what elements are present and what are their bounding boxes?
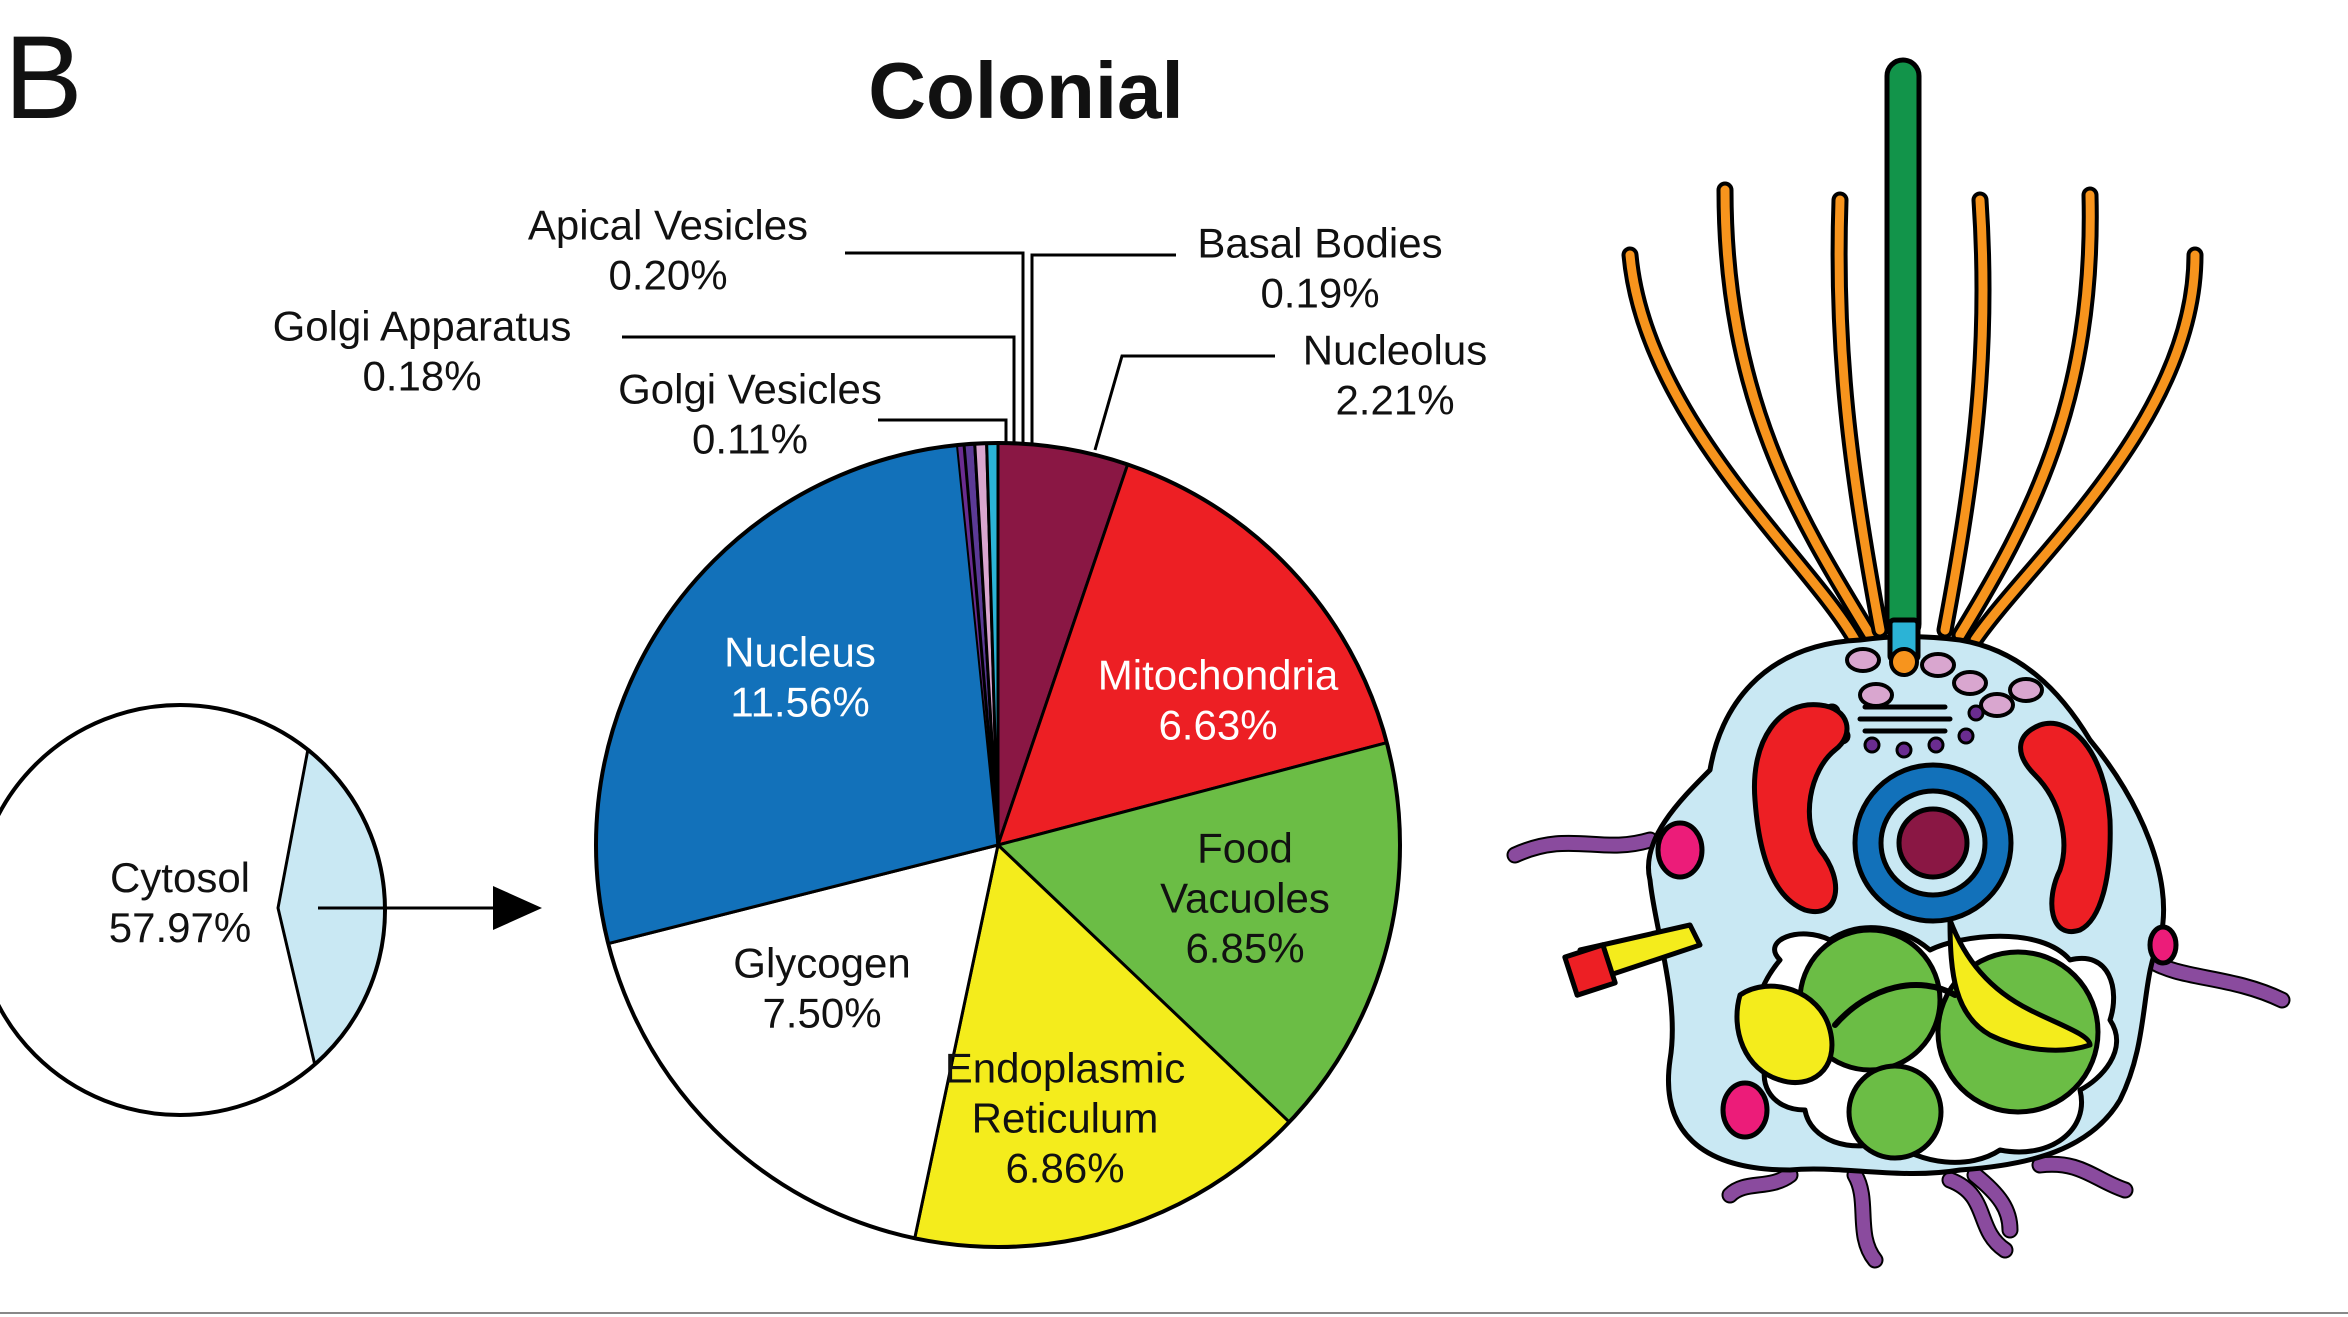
slice-remainder — [278, 705, 385, 1115]
label-golgi-apparatus-name: Golgi Apparatus — [273, 303, 572, 350]
label-golgi-apparatus-value: 0.18% — [362, 353, 481, 400]
label-basal-bodies-value: 0.19% — [1260, 270, 1379, 317]
apical-vesicles — [1845, 647, 2044, 718]
chart-title: Colonial — [868, 46, 1184, 135]
label-nucleolus-value: 2.21% — [1335, 377, 1454, 424]
label-food-vacuoles-name: Vacuoles — [1160, 875, 1330, 922]
organelle-pie — [594, 441, 1402, 1249]
pie-outline — [594, 441, 1402, 1249]
label-golgi-vesicles-value: 0.11% — [692, 416, 808, 463]
label-golgi-vesicles-name: Golgi Vesicles — [618, 366, 882, 413]
mitochondrion-left — [1751, 702, 1850, 915]
label-endoplasmic-reticulum-name: Endoplasmic — [945, 1045, 1185, 1092]
label-endoplasmic-reticulum-value: 6.86% — [1005, 1145, 1124, 1192]
filopodia — [1506, 831, 2291, 1269]
leader-lines — [622, 251, 1275, 451]
microvilli-collar — [1621, 181, 2204, 649]
slice-cytosol — [0, 705, 385, 1115]
label-food-vacuoles-name: Food — [1197, 825, 1293, 872]
slice-divider — [276, 711, 327, 1109]
label-mitochondria-value: 6.63% — [1158, 702, 1277, 749]
label-basal-bodies-name: Basal Bodies — [1197, 220, 1442, 267]
small-pie-outline — [0, 703, 387, 1117]
vesicles — [1655, 820, 2179, 1140]
label-nucleus-name: Nucleus — [724, 629, 876, 676]
flagellum — [1884, 57, 1922, 643]
er-sac-1 — [1734, 983, 1835, 1086]
label-apical-vesicles-value: 0.20% — [608, 252, 727, 299]
label-mitochondria-name: Mitochondria — [1098, 652, 1339, 699]
label-food-vacuoles-value: 6.85% — [1185, 925, 1304, 972]
label-nucleus-value: 11.56% — [730, 679, 869, 726]
golgi-apparatus — [1857, 704, 1953, 734]
label-nucleolus-name: Nucleolus — [1303, 327, 1487, 374]
basal-granule — [1889, 647, 1919, 677]
label-glycogen-value: 7.50% — [762, 990, 881, 1037]
panel-label: B — [4, 12, 83, 144]
label-cytosol-value: 57.97% — [109, 904, 251, 951]
er-connector — [1832, 982, 1958, 1028]
label-endoplasmic-reticulum-name: Reticulum — [972, 1095, 1159, 1142]
label-glycogen-name: Glycogen — [733, 940, 910, 987]
choanoflagellate-illustration — [1506, 57, 2291, 1269]
mitochondrion-right — [2018, 720, 2113, 935]
expand-arrow — [318, 886, 542, 930]
er-tip — [1562, 942, 1618, 998]
food-vacuole-3 — [1846, 1063, 1944, 1161]
label-cytosol-name: Cytosol — [110, 854, 250, 901]
nucleolus — [1896, 806, 1970, 880]
er-sac-2 — [1947, 917, 2093, 1053]
label-apical-vesicles-name: Apical Vesicles — [528, 202, 808, 249]
